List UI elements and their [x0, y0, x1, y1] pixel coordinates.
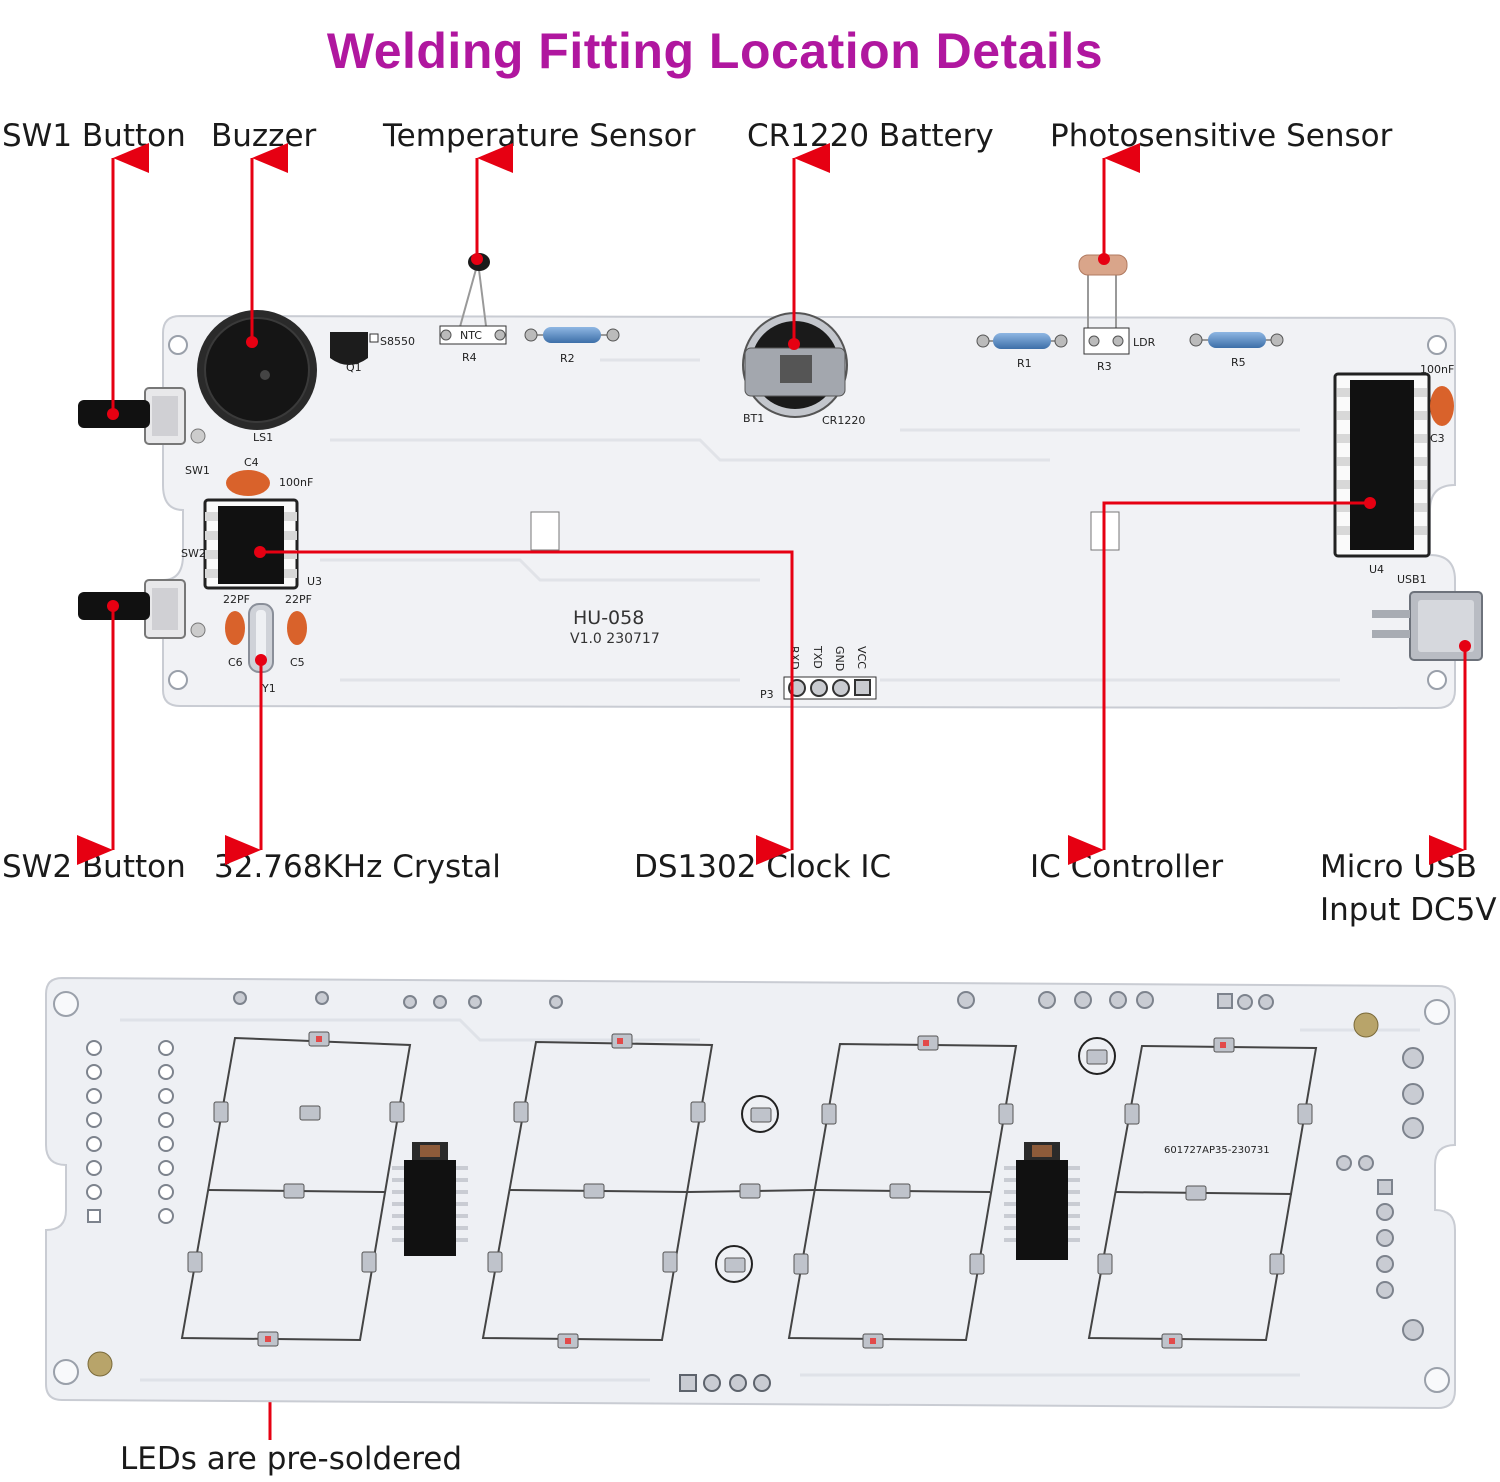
- digit-3-outline: [787, 1042, 1018, 1342]
- silk-cr1220: CR1220: [822, 414, 865, 427]
- silk-gnd: GND: [833, 646, 846, 671]
- silk-c5-value: 22PF: [285, 593, 312, 606]
- callout-dots: [107, 253, 1471, 666]
- silk-c6: C6: [228, 656, 243, 669]
- silk-p3: P3: [760, 688, 774, 701]
- silk-r4: R4: [462, 351, 477, 364]
- silk-y1: Y1: [261, 682, 276, 695]
- silk-bt1: BT1: [743, 412, 764, 425]
- ds1302-chip: [203, 498, 299, 590]
- silk-r1: R1: [1017, 357, 1032, 370]
- buzzer-component: [197, 310, 317, 430]
- silk-version: V1.0 230717: [570, 631, 660, 647]
- resistor-r2: [524, 327, 620, 343]
- label-input-dc5v: Input DC5V: [1320, 892, 1497, 928]
- silk-ntc: NTC: [460, 329, 482, 342]
- sw2-switch: [78, 579, 206, 639]
- label-temperature-sensor: Temperature Sensor: [383, 118, 696, 154]
- controller-chip: [1333, 372, 1431, 558]
- silk-c3-value: 100nF: [1420, 363, 1454, 376]
- silk-rxd: RXD: [788, 646, 801, 670]
- silk-sw2: SW2: [181, 547, 206, 560]
- resistor-r1: [976, 333, 1068, 349]
- label-ic-controller: IC Controller: [1030, 849, 1224, 885]
- digit-1-outline: [180, 1036, 412, 1342]
- silk-r3: R3: [1097, 360, 1112, 373]
- silk-c3: C3: [1430, 432, 1445, 445]
- page-title: Welding Fitting Location Details: [326, 23, 1104, 79]
- silk-c4: C4: [244, 456, 259, 469]
- silk-back-code: 601727AP35-230731: [1164, 1145, 1270, 1156]
- driver-chip-right: [1004, 1142, 1080, 1260]
- silk-r2: R2: [560, 352, 575, 365]
- silk-u4: U4: [1369, 563, 1384, 576]
- silk-s8550: S8550: [380, 335, 415, 348]
- silk-ldr: LDR: [1133, 336, 1156, 349]
- silk-c4-value: 100nF: [279, 476, 313, 489]
- sw1-switch: [78, 387, 206, 445]
- header-p3: [783, 676, 877, 700]
- driver-chip-left: [392, 1142, 468, 1256]
- silk-c6-value: 22PF: [223, 593, 250, 606]
- digit-2-outline: [481, 1040, 714, 1342]
- silk-model: HU-058: [573, 607, 644, 629]
- label-cr1220-battery: CR1220 Battery: [747, 118, 994, 154]
- label-leds-pre-soldered: LEDs are pre-soldered: [120, 1441, 463, 1477]
- silk-sw1: SW1: [185, 464, 210, 477]
- label-sw1-button: SW1 Button: [2, 118, 186, 154]
- front-board: LS1 S8550 Q1 SW1 C4 100nF SW2 U3: [78, 253, 1483, 710]
- battery-holder: [742, 312, 848, 418]
- ldr-sensor: [1078, 254, 1130, 355]
- silk-r5: R5: [1231, 356, 1246, 369]
- silk-ls1: LS1: [253, 431, 273, 444]
- silk-vcc: VCC: [855, 646, 868, 669]
- silk-c5: C5: [290, 656, 305, 669]
- silk-txd: TXD: [811, 645, 824, 669]
- arrow-clock-ic: [260, 550, 794, 865]
- arrow-controller: [1068, 501, 1370, 865]
- label-crystal: 32.768KHz Crystal: [214, 849, 501, 885]
- silk-u3: U3: [307, 575, 322, 588]
- resistor-r5: [1189, 332, 1284, 348]
- silk-q1: Q1: [346, 361, 362, 374]
- digit-4-outline: [1087, 1044, 1318, 1342]
- smd-leds: [187, 1031, 1313, 1349]
- silk-usb1: USB1: [1397, 573, 1427, 586]
- back-board: 601727AP35-230731: [45, 976, 1456, 1410]
